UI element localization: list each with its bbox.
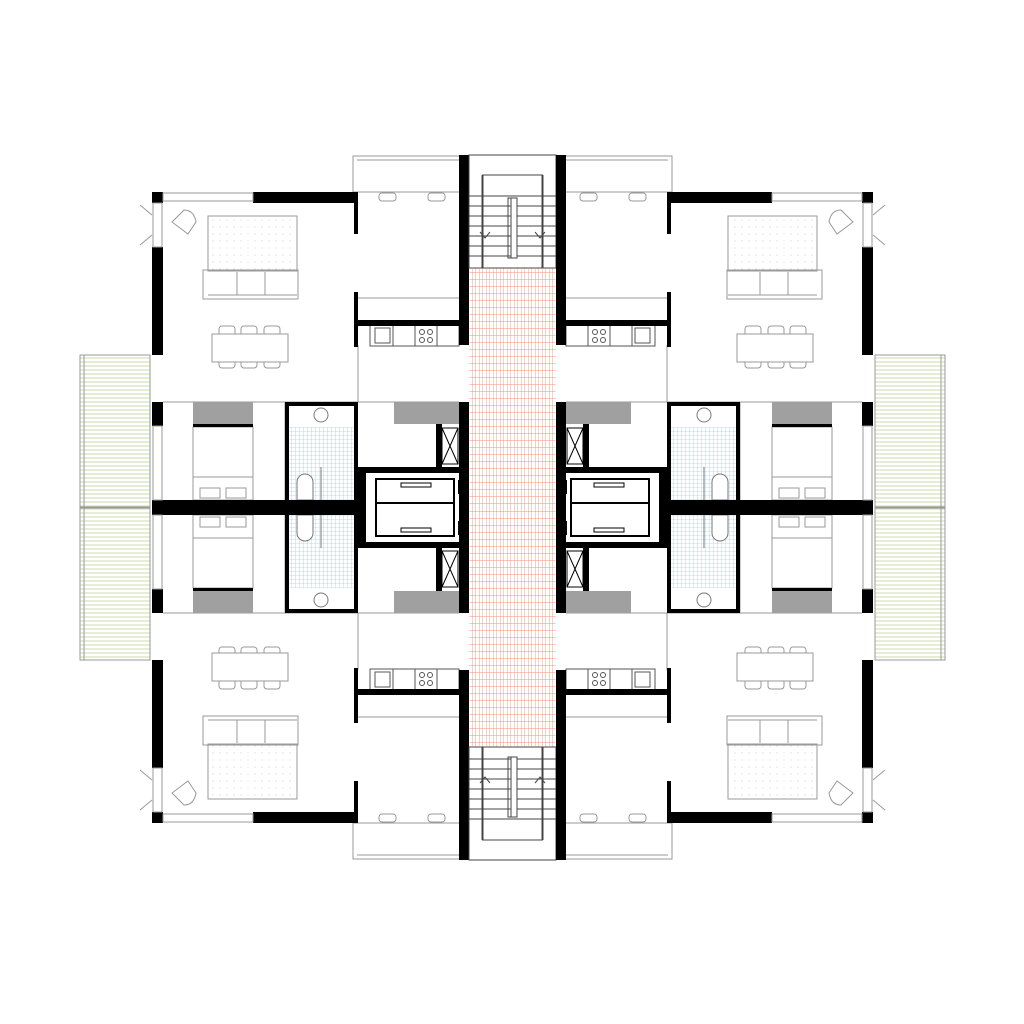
floor-plan [79,154,946,861]
